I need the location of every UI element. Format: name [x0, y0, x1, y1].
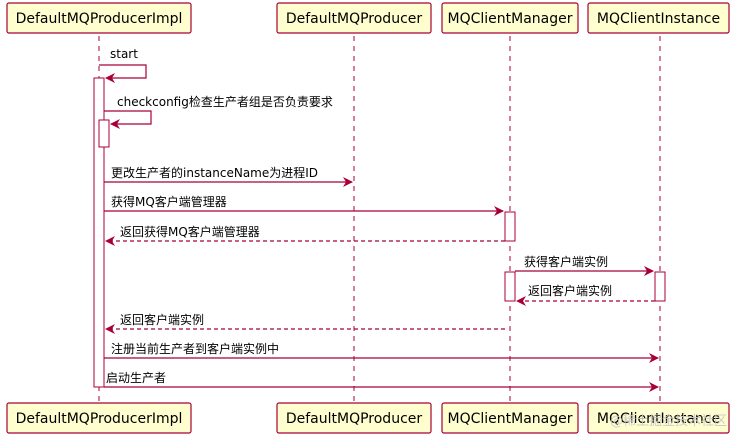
message-label: 返回客户端实例 [528, 283, 612, 298]
message-label: 返回获得MQ客户端管理器 [120, 224, 260, 239]
participant-label: MQClientInstance [597, 411, 720, 427]
participant-label: DefaultMQProducerImpl [16, 411, 183, 427]
participant-label: DefaultMQProducerImpl [16, 11, 183, 27]
message-start: start [99, 47, 147, 83]
activation-impl-main [93, 77, 105, 388]
message-change-instance-name: 更改生产者的instanceName为进程ID [104, 165, 353, 187]
message-get-client-instance: 获得客户端实例 [515, 254, 654, 276]
message-register-producer: 注册当前生产者到客户端实例中 [104, 341, 659, 363]
participants-bottom: DefaultMQProducerImpl DefaultMQProducer … [6, 402, 730, 434]
participant-bottom-impl: DefaultMQProducerImpl [6, 402, 192, 434]
participant-top-impl: DefaultMQProducerImpl [6, 2, 192, 34]
participant-label: DefaultMQProducer [286, 11, 423, 27]
message-checkconfig: checkconfig检查生产者组是否负责要求 [104, 94, 333, 129]
participant-top-manager: MQClientManager [441, 2, 579, 34]
message-label: 启动生产者 [106, 371, 166, 385]
message-return-client-instance: 返回客户端实例 [105, 312, 505, 334]
participants-top: DefaultMQProducerImpl DefaultMQProducer … [6, 2, 730, 34]
message-start-producer: 启动生产者 [104, 371, 659, 392]
activation-instance [654, 271, 666, 302]
message-label: 获得客户端实例 [524, 254, 608, 269]
activations [93, 77, 666, 388]
message-return-client-instance-inner: 返回客户端实例 [516, 283, 655, 306]
participant-label: MQClientInstance [597, 11, 720, 27]
participant-top-producer: DefaultMQProducer [276, 2, 432, 34]
watermark: @稀土掘金技术社区 [610, 413, 727, 429]
message-label: checkconfig检查生产者组是否负责要求 [117, 94, 333, 109]
message-get-manager: 获得MQ客户端管理器 [104, 194, 504, 216]
participant-label: MQClientManager [448, 11, 573, 27]
participant-label: MQClientManager [448, 411, 573, 427]
message-label: start [110, 47, 138, 61]
participant-bottom-manager: MQClientManager [441, 402, 579, 434]
messages: start checkconfig检查生产者组是否负责要求 更改生产者的inst… [99, 47, 659, 392]
message-label: 注册当前生产者到客户端实例中 [111, 341, 279, 356]
activation-impl-check [98, 119, 110, 148]
participant-bottom-instance: MQClientInstance [587, 402, 730, 434]
message-label: 更改生产者的instanceName为进程ID [111, 165, 318, 180]
message-return-manager: 返回获得MQ客户端管理器 [105, 224, 505, 246]
participant-label: DefaultMQProducer [286, 411, 423, 427]
participant-bottom-producer: DefaultMQProducer [276, 402, 432, 434]
message-label: 获得MQ客户端管理器 [111, 194, 227, 209]
message-label: 返回客户端实例 [120, 312, 204, 327]
activation-manager-2 [504, 271, 516, 302]
participant-top-instance: MQClientInstance [587, 2, 730, 34]
activation-manager-1 [504, 211, 516, 242]
